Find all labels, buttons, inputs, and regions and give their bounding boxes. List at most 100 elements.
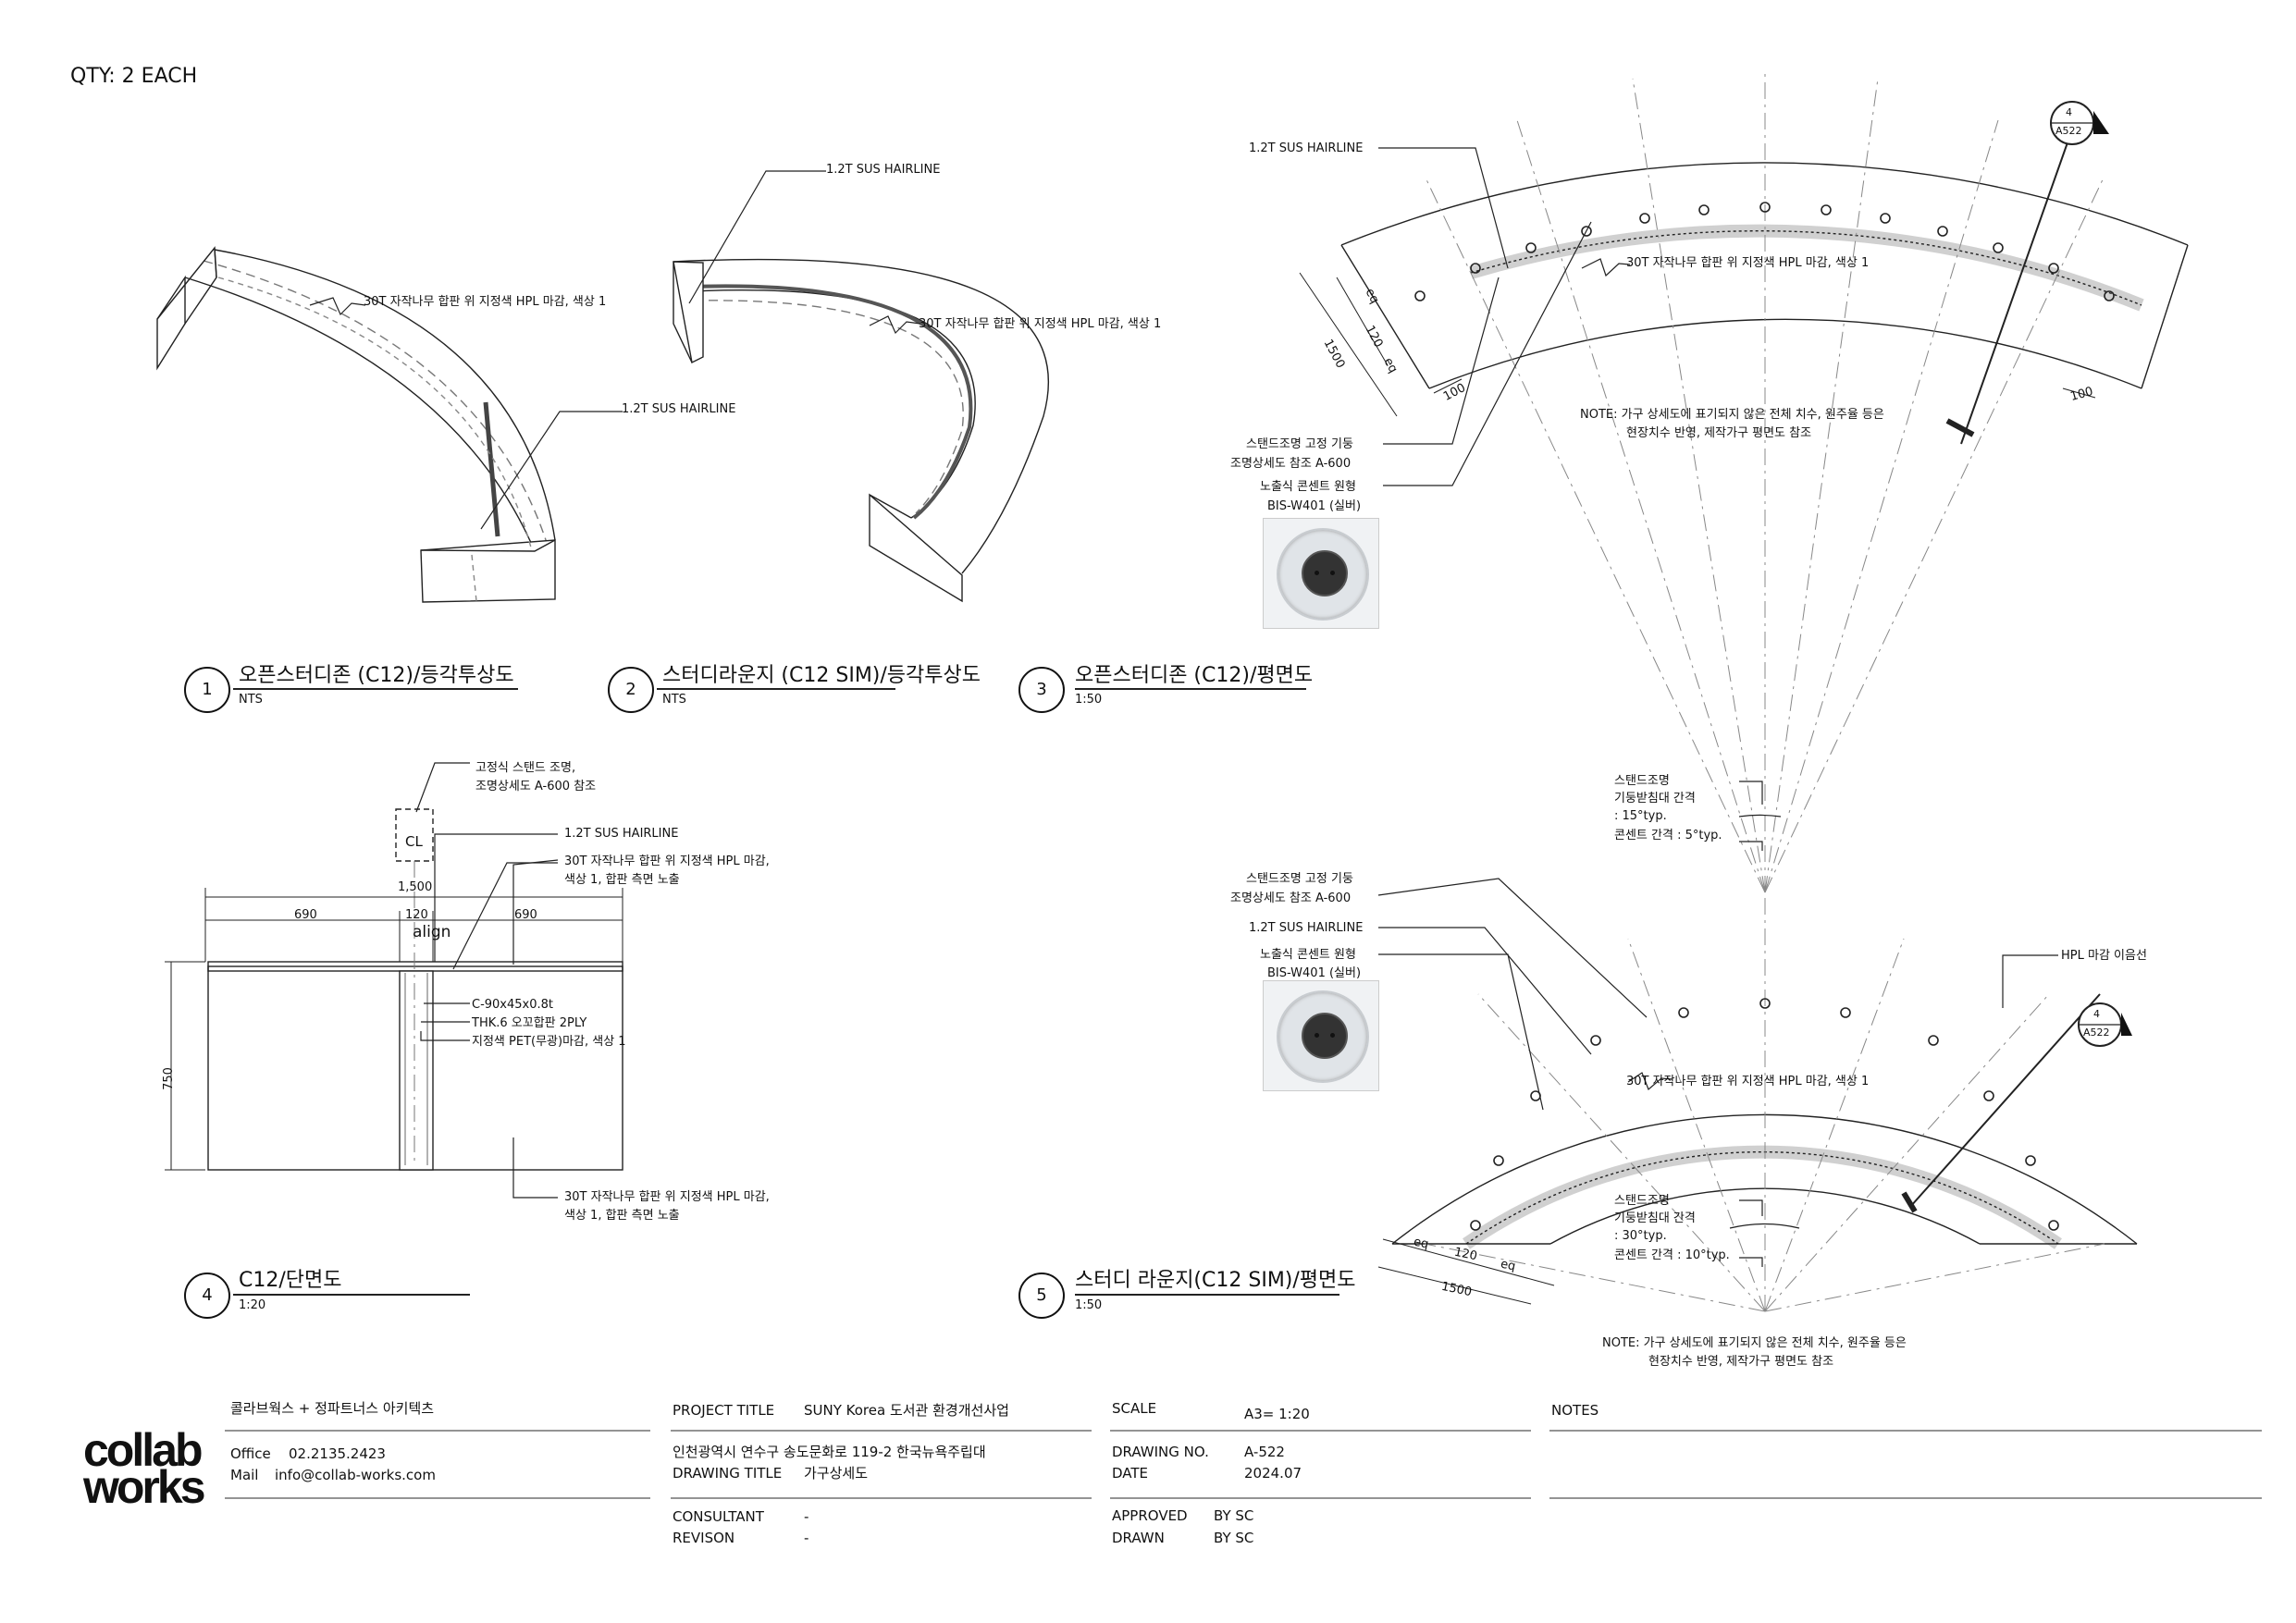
outlet-photo-view5 <box>1263 980 1379 1091</box>
view1-sus-label: 1.2T SUS HAIRLINE <box>622 402 736 416</box>
view5-scale: 1:50 <box>1075 1298 1103 1312</box>
view3-scale: 1:50 <box>1075 693 1103 707</box>
view5-sus-label: 1.2T SUS HAIRLINE <box>1249 921 1364 935</box>
view2-title: 스터디라운지 (C12 SIM)/등각투상도 <box>662 664 981 687</box>
view5-hpl-joint-label: HPL 마감 이음선 <box>2061 949 2147 963</box>
view3-stand-post-1: 스탠드조명 고정 기둥 <box>1246 437 1353 451</box>
outlet-hole <box>1330 571 1335 575</box>
view3-hpl-label: 30T 자작나무 합판 위 지정색 HPL 마감, 색상 1 <box>1626 256 1870 270</box>
project-address: 인천광역시 연수구 송도문화로 119-2 한국뉴욕주립대 <box>673 1444 986 1460</box>
view1-iso-drawing <box>156 246 556 603</box>
view4-align-label: align <box>413 923 451 941</box>
view5-stand-post-2: 조명상세도 참조 A-600 <box>1230 891 1352 905</box>
view2-scale: NTS <box>662 693 686 707</box>
approved-label: APPROVED <box>1112 1507 1188 1524</box>
view4-hpl-top-1: 30T 자작나무 합판 위 지정색 HPL 마감, <box>564 855 770 868</box>
view4-hpl-bottom-1: 30T 자작나무 합판 위 지정색 HPL 마감, <box>564 1190 770 1204</box>
view4-dim-690-right: 690 <box>514 908 537 922</box>
qty-label: QTY: 2 EACH <box>70 65 198 88</box>
view5-number: 5 <box>1018 1273 1065 1319</box>
view4-pet-label: 지정색 PET(무광)마감, 색상 1 <box>472 1035 626 1049</box>
date-value: 2024.07 <box>1244 1465 1302 1482</box>
view3-plan-drawing <box>1299 74 2189 893</box>
view4-fixed-light-2: 조명상세도 A-600 참조 <box>475 780 597 793</box>
view3-outlet-1: 노출식 콘센트 원형 <box>1260 480 1356 494</box>
project-title-label: PROJECT TITLE <box>673 1402 775 1419</box>
leader-lines <box>309 147 2058 1267</box>
view2-sus-label: 1.2T SUS HAIRLINE <box>826 163 941 177</box>
outlet-hole <box>1315 571 1319 575</box>
view1-title: 오픈스터디존 (C12)/등각투상도 <box>239 664 514 687</box>
view5-dim-eq-2: eq <box>1499 1257 1517 1274</box>
view5-hpl-label: 30T 자작나무 합판 위 지정색 HPL 마감, 색상 1 <box>1626 1075 1870 1088</box>
outlet-ring <box>1277 528 1369 621</box>
project-title: SUNY Korea 도서관 환경개선사업 <box>804 1402 1009 1419</box>
view3-note-1: NOTE: 가구 상세도에 표기되지 않은 전체 치수, 원주율 등은 <box>1580 408 1884 422</box>
view5-section-sheet: A522 <box>2083 1027 2110 1039</box>
section-markers <box>2050 101 2132 1047</box>
view4-sus-label: 1.2T SUS HAIRLINE <box>564 827 679 841</box>
revision-value: - <box>804 1530 809 1546</box>
view4-number: 4 <box>184 1273 230 1319</box>
office-phone: 02.2135.2423 <box>289 1445 386 1462</box>
outlet-photo-view3 <box>1263 518 1379 629</box>
view5-note-2: 현장치수 반영, 제작가구 평면도 참조 <box>1648 1355 1834 1369</box>
view4-dim-690-left: 690 <box>294 908 317 922</box>
view5-dim-eq-1: eq <box>1412 1235 1430 1252</box>
mail-address: info@collab-works.com <box>275 1467 436 1483</box>
scale-value: A3= 1:20 <box>1244 1406 1310 1422</box>
outlet-face <box>1302 550 1348 596</box>
view4-dim-1500: 1,500 <box>398 880 433 894</box>
outlet5-label: 콘센트 간격 : 5°typ. <box>1614 829 1722 842</box>
drawing-title-label: DRAWING TITLE <box>673 1465 783 1482</box>
view5-plan-drawing <box>1377 888 2138 1312</box>
logo-line-1: collab <box>83 1424 203 1476</box>
view4-scale: 1:20 <box>239 1298 266 1312</box>
view4-hpl-bottom-2: 색상 1, 합판 측면 노출 <box>564 1209 680 1223</box>
view5-title: 스터디 라운지(C12 SIM)/평면도 <box>1075 1269 1356 1292</box>
outlet-hole <box>1330 1033 1335 1038</box>
scale-label: SCALE <box>1112 1400 1157 1417</box>
notes-label: NOTES <box>1551 1402 1599 1419</box>
view4-section-drawing <box>165 808 623 1171</box>
consultant-value: - <box>804 1508 809 1525</box>
view-title-underlines <box>233 688 1339 1296</box>
view3-outlet-2: BIS-W401 (실버) <box>1267 499 1362 513</box>
approved-by: BY SC <box>1214 1507 1254 1524</box>
view5-outlet-2: BIS-W401 (실버) <box>1267 966 1362 980</box>
view2-hpl-label: 30T 자작나무 합판 위 지정색 HPL 마감, 색상 1 <box>919 317 1162 331</box>
revision-label: REVISON <box>673 1530 735 1546</box>
view5-outlet-1: 노출식 콘센트 원형 <box>1260 948 1356 962</box>
stand-light-label-b: 스탠드조명 <box>1614 1194 1670 1208</box>
title-block-lines <box>225 1430 2262 1499</box>
view1-hpl-label: 30T 자작나무 합판 위 지정색 HPL 마감, 색상 1 <box>364 295 607 309</box>
deg30-label: : 30°typ. <box>1614 1229 1667 1243</box>
outlet-ring <box>1277 990 1369 1083</box>
stand-light-label-a: 스탠드조명 <box>1614 774 1670 788</box>
deg15-label: : 15°typ. <box>1614 809 1667 823</box>
drawing-title: 가구상세도 <box>804 1465 869 1482</box>
view4-cl-label: CL <box>405 833 423 850</box>
view3-section-ref: 4 <box>2066 106 2072 118</box>
office-label: Office <box>230 1445 271 1462</box>
view3-stand-post-2: 조명상세도 참조 A-600 <box>1230 457 1352 471</box>
post-spacing-label-b: 기둥받침대 간격 <box>1614 1211 1696 1225</box>
view5-stand-post-1: 스탠드조명 고정 기둥 <box>1246 872 1353 886</box>
view1-scale: NTS <box>239 693 263 707</box>
view1-number: 1 <box>184 667 230 713</box>
view2-iso-drawing <box>673 258 1049 603</box>
view4-channel-label: C-90x45x0.8t <box>472 998 554 1012</box>
drawing-no: A-522 <box>1244 1444 1285 1460</box>
view5-note-1: NOTE: 가구 상세도에 표기되지 않은 전체 치수, 원주율 등은 <box>1602 1336 1907 1350</box>
view4-title: C12/단면도 <box>239 1269 342 1292</box>
firm-name: 콜라브웍스 + 정파트너스 아키텍츠 <box>230 1400 435 1417</box>
drawn-by: BY SC <box>1214 1530 1254 1546</box>
view3-note-2: 현장치수 반영, 제작가구 평면도 참조 <box>1626 426 1812 440</box>
view2-number: 2 <box>608 667 654 713</box>
outlet10-label: 콘센트 간격 : 10°typ. <box>1614 1248 1730 1262</box>
view4-fixed-light-1: 고정식 스탠드 조명, <box>475 761 576 775</box>
date-label: DATE <box>1112 1465 1149 1482</box>
outlet-face <box>1302 1013 1348 1059</box>
